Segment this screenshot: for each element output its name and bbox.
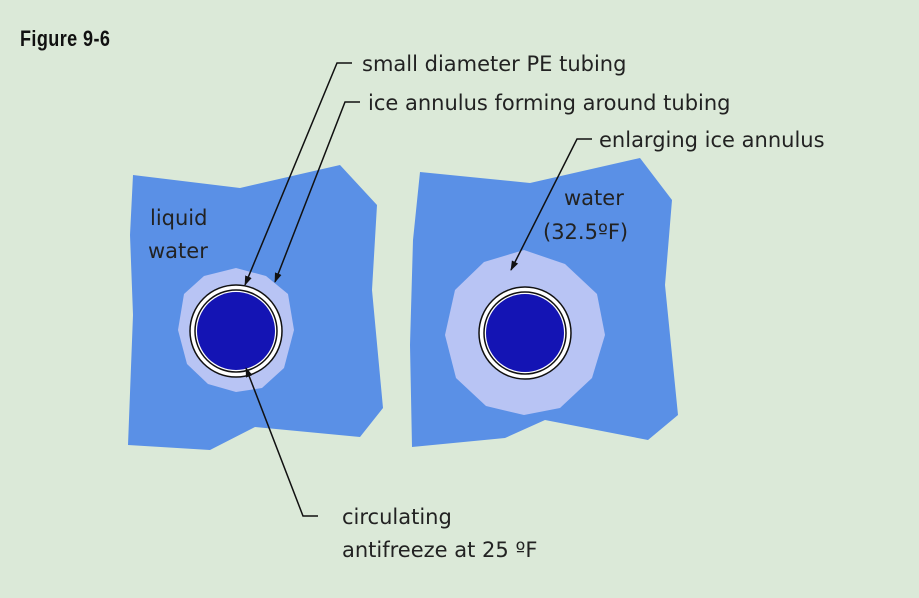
enlarging-ice-label: enlarging ice annulus [599,128,825,152]
antifreeze-leader [245,367,318,517]
right-antifreeze [486,294,564,372]
figure-title: Figure 9-6 [20,26,111,51]
left-antifreeze [197,292,275,370]
ice-annulus-forming-label: ice annulus forming around tubing [368,91,731,115]
right-tubing-inner-edge [483,291,567,375]
water-label-line1: water [564,186,624,210]
liquid-water-label-line1: liquid [150,206,207,230]
left-tubing-inner-edge [194,289,278,373]
enlarging-ice-leader [510,138,592,271]
pe-tubing-label: small diameter PE tubing [362,52,626,76]
antifreeze-label-line1: circulating [342,505,452,529]
water-temp-label: (32.5ºF) [543,220,628,244]
antifreeze-label-line2: antifreeze at 25 ºF [342,538,537,562]
ice-annulus-leader [274,101,360,283]
pe-tubing-leader [244,62,352,286]
liquid-water-label-line2: water [148,239,208,263]
